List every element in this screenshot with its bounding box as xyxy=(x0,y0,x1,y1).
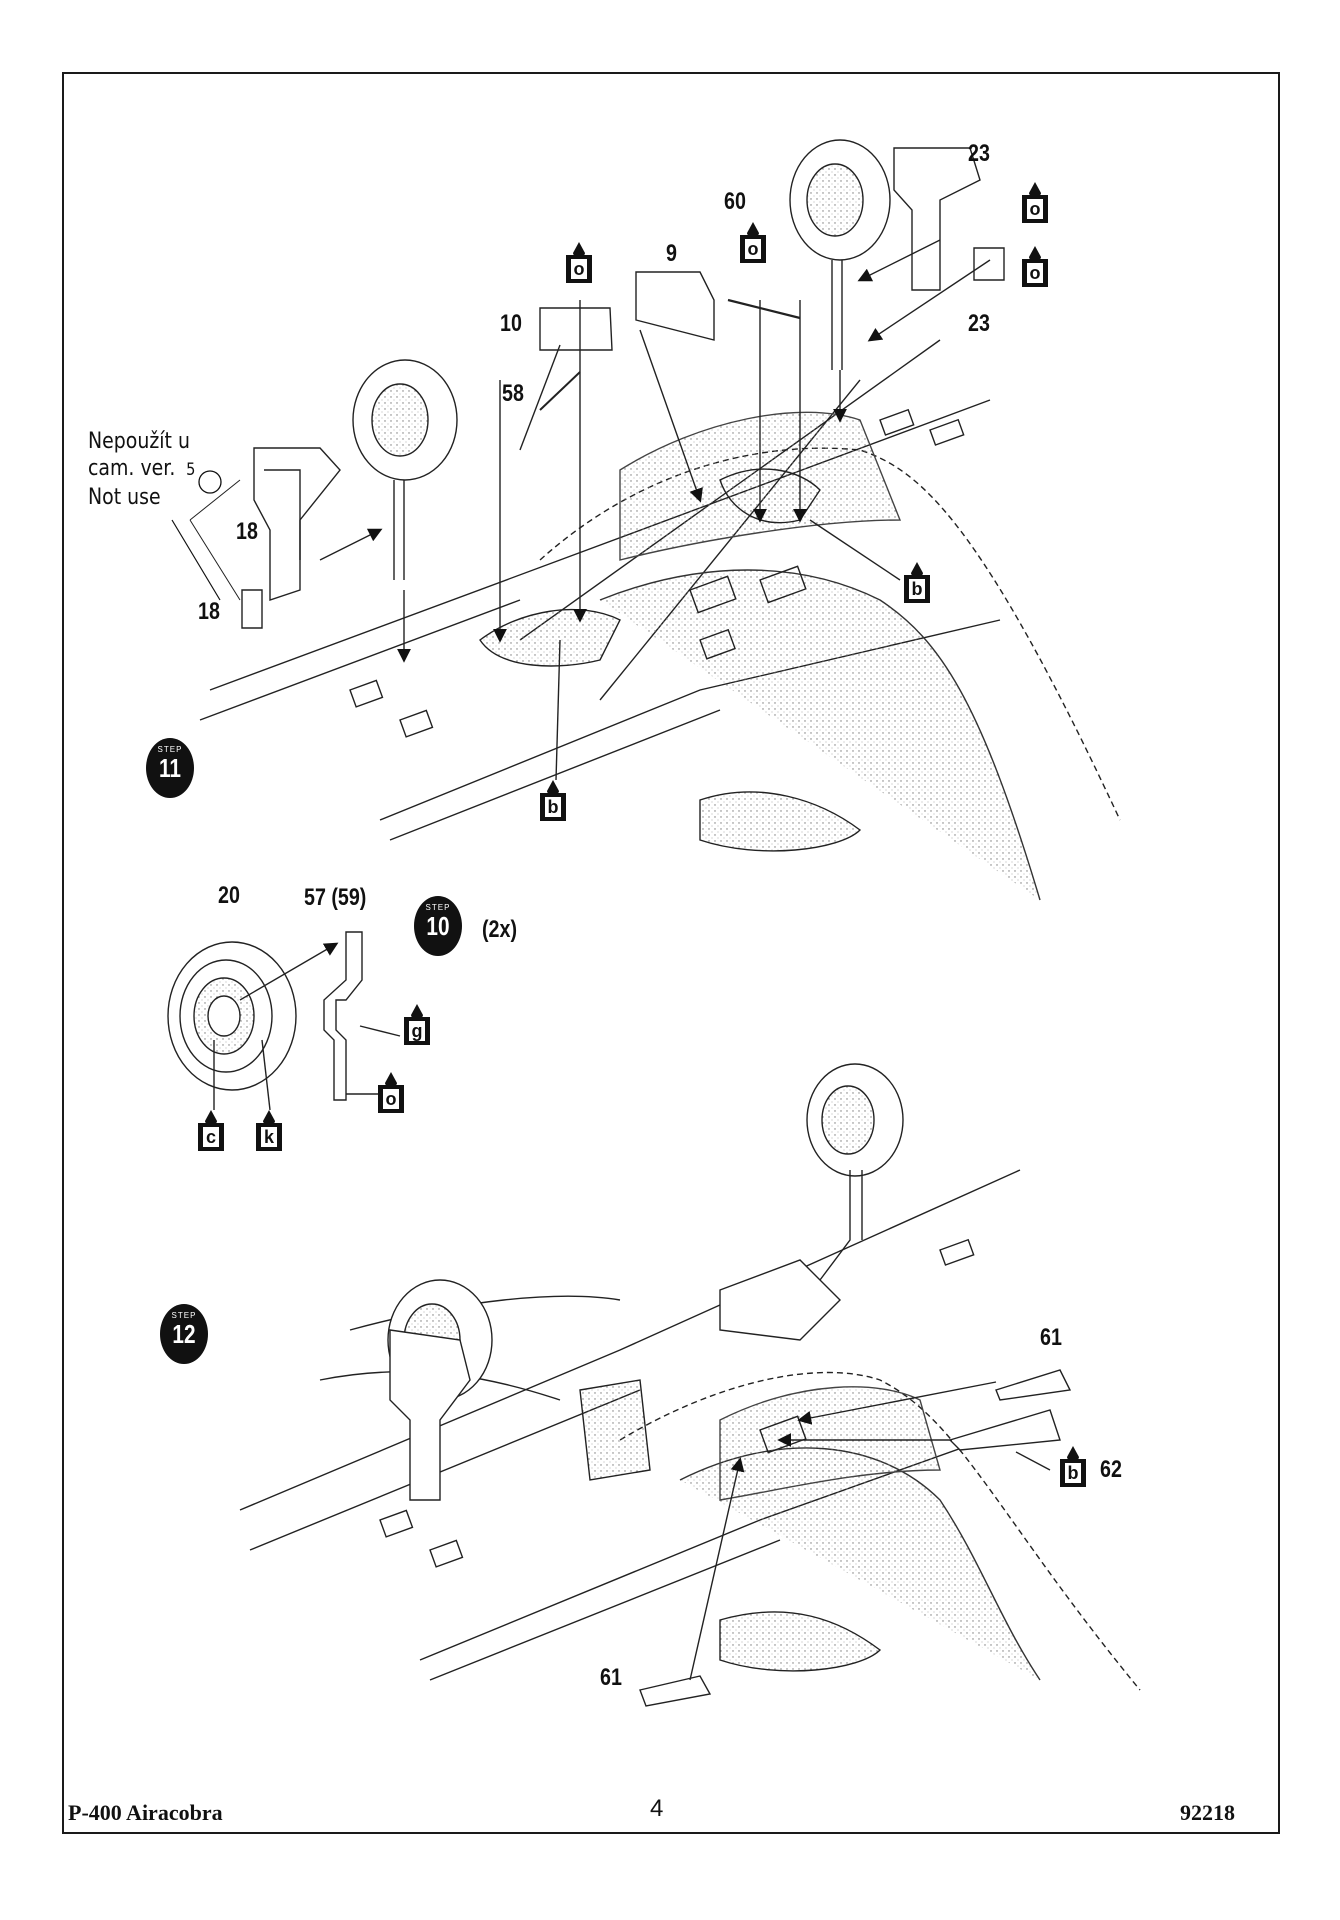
part-number-23: 23 xyxy=(968,140,990,167)
note-line-english: Not use xyxy=(88,485,161,510)
paint-callout-b: b xyxy=(1060,1446,1086,1488)
paint-callout-c: c xyxy=(198,1110,224,1152)
paint-drop-icon xyxy=(263,1110,275,1124)
step-12-badge: STEP 12 xyxy=(160,1304,208,1364)
part-number-10: 10 xyxy=(500,310,522,337)
paint-drop-icon xyxy=(385,1072,397,1086)
note-version-number: 5 xyxy=(186,460,196,480)
paint-callout-b: b xyxy=(540,780,566,822)
step-11-badge: STEP 11 xyxy=(146,738,194,798)
note-line-version: cam. ver. 5 xyxy=(88,455,200,484)
paint-drop-icon xyxy=(573,242,585,256)
part-number-58: 58 xyxy=(502,380,524,407)
paint-drop-icon xyxy=(205,1110,217,1124)
not-use-note: Nepoužít u cam. ver. 5 Not use xyxy=(88,428,200,511)
part-number-57-59: 57 (59) xyxy=(304,884,367,911)
paint-callout-o: o xyxy=(740,222,766,264)
step11-wing-drawing xyxy=(189,139,1121,901)
paint-drop-icon xyxy=(411,1004,423,1018)
paint-drop-icon xyxy=(1067,1446,1079,1460)
part-number-61-lower: 61 xyxy=(600,1664,622,1691)
paint-callout-g: g xyxy=(404,1004,430,1046)
footer-kit-number: 92218 xyxy=(1180,1800,1235,1825)
paint-drop-icon xyxy=(547,780,559,794)
paint-drop-icon xyxy=(747,222,759,236)
paint-callout-b: b xyxy=(904,562,930,604)
footer-model-name: P-400 Airacobra xyxy=(68,1800,223,1825)
paint-drop-icon xyxy=(1029,246,1041,260)
paint-drop-icon xyxy=(911,562,923,576)
paint-callout-o: o xyxy=(378,1072,404,1114)
paint-drop-icon xyxy=(1029,182,1041,196)
step12-wing-drawing xyxy=(239,1063,1141,1707)
part-number-61-upper: 61 xyxy=(1040,1324,1062,1351)
part-number-60: 60 xyxy=(724,188,746,215)
paint-callout-o: o xyxy=(1022,246,1048,288)
step-10-badge: STEP 10 xyxy=(414,896,462,956)
page-frame xyxy=(62,72,1280,1834)
version-circle-icon xyxy=(198,470,222,494)
step-10-quantity: (2x) xyxy=(482,916,518,943)
part-number-18-small: 18 xyxy=(198,598,220,625)
footer-page-number: 4 xyxy=(650,1795,664,1822)
part-number-62: 62 xyxy=(1100,1456,1122,1483)
paint-callout-o: o xyxy=(566,242,592,284)
part-number-18-door: 18 xyxy=(236,518,258,545)
part-number-23-small: 23 xyxy=(968,310,990,337)
part-number-20: 20 xyxy=(218,882,240,909)
note-line-czech: Nepoužít u xyxy=(88,429,190,454)
paint-callout-k: k xyxy=(256,1110,282,1152)
part-number-9: 9 xyxy=(666,240,677,267)
paint-callout-o: o xyxy=(1022,182,1048,224)
step10-wheel-drawing xyxy=(167,931,401,1111)
